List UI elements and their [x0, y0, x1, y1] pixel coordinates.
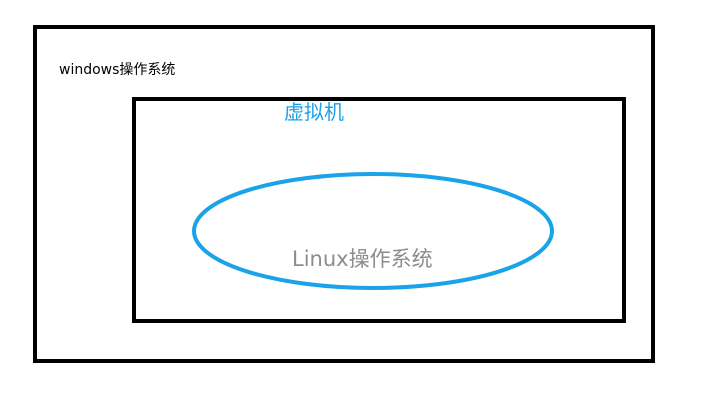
linux-os-label: Linux操作系统 — [292, 247, 433, 271]
windows-os-box — [33, 25, 655, 363]
windows-os-label: windows操作系统 — [59, 62, 176, 78]
virtual-machine-box — [132, 97, 626, 323]
virtual-machine-label: 虚拟机 — [284, 100, 344, 124]
